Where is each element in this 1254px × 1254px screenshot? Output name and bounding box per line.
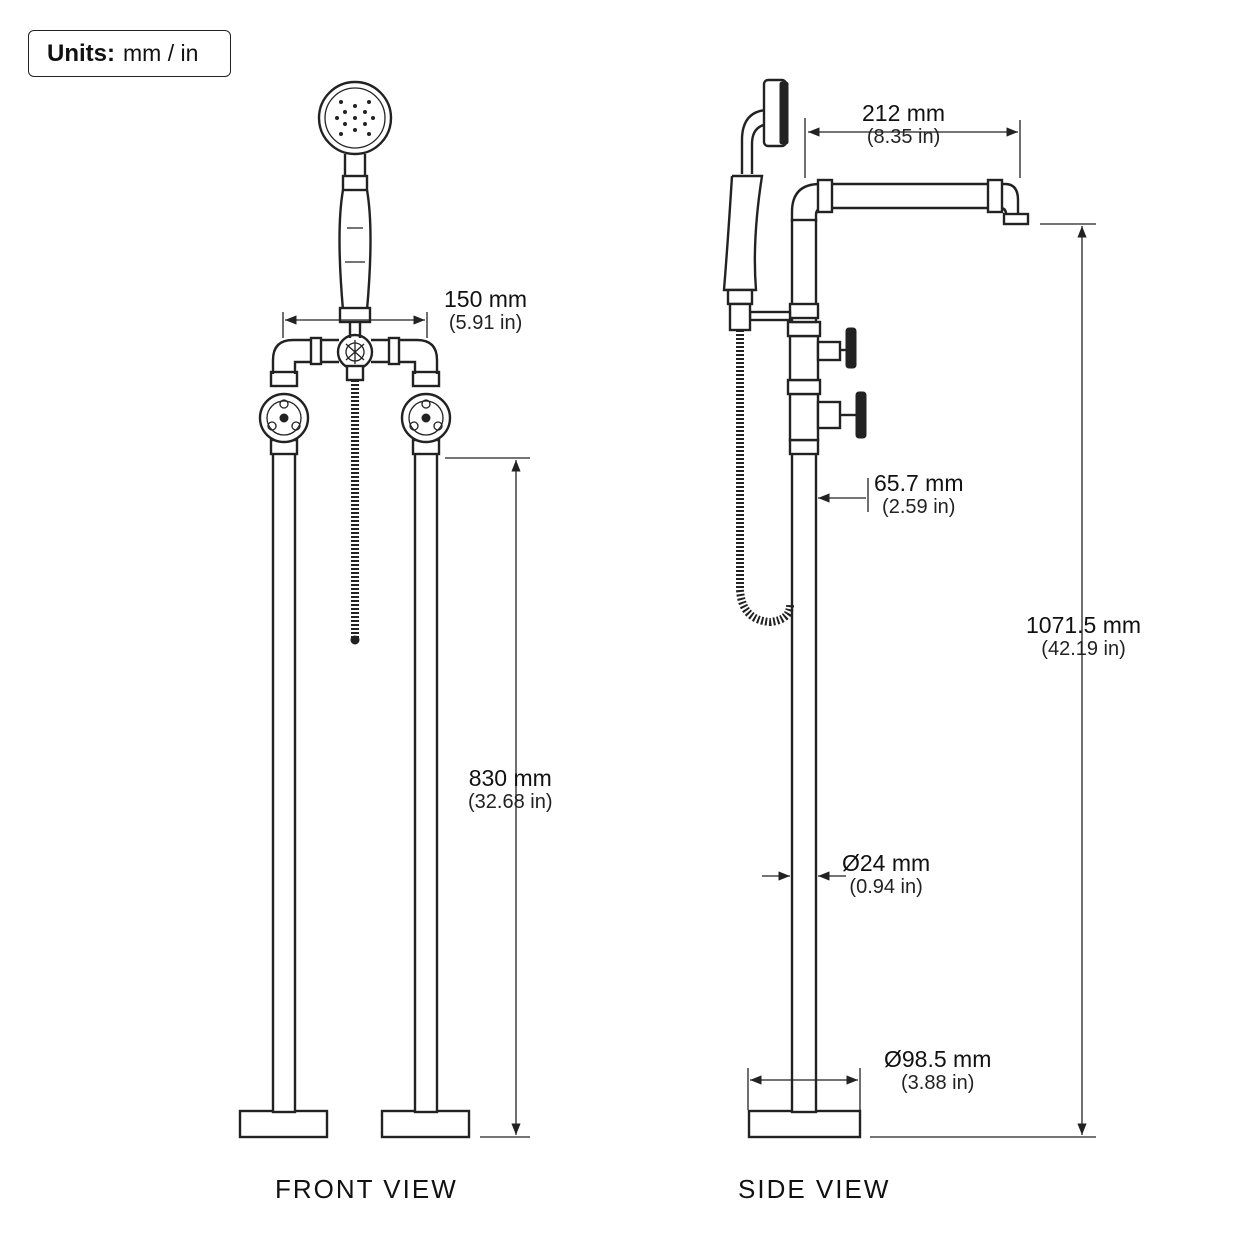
dim-65-7-in: (2.59 in) <box>882 496 956 519</box>
side-dimension-lines <box>747 118 1096 1138</box>
dim-65-7: 65.7 mm (2.59 in) <box>874 470 963 519</box>
dim-150-in: (5.91 in) <box>448 312 523 335</box>
dim-24-mm: Ø24 mm <box>842 850 931 876</box>
side-lower-valve-handle <box>816 391 867 439</box>
units-legend: Units: mm / in <box>28 30 231 77</box>
dim-24-in: (0.94 in) <box>849 876 923 899</box>
dim-98-5-mm: Ø98.5 mm <box>884 1046 992 1072</box>
dim-150-mm: 150 mm <box>444 286 528 312</box>
dim-830: 830 mm (32.68 in) <box>468 765 553 814</box>
units-label: Units: <box>47 39 115 67</box>
units-value: mm / in <box>123 40 199 66</box>
side-upper-valve-handle <box>816 327 857 369</box>
dim-212-in: (8.35 in) <box>866 126 941 149</box>
front-dimension-lines <box>282 312 530 1138</box>
dim-98-5: Ø98.5 mm (3.88 in) <box>884 1046 991 1095</box>
side-view-drawing <box>722 78 1030 1139</box>
dim-1071-5: 1071.5 mm (42.19 in) <box>1026 612 1141 661</box>
dim-830-mm: 830 mm <box>468 765 552 791</box>
front-view-drawing <box>238 80 471 1139</box>
dim-212: 212 mm (8.35 in) <box>862 100 945 149</box>
side-view-title: SIDE VIEW <box>738 1174 891 1204</box>
front-handshower <box>317 80 393 338</box>
dim-98-5-in: (3.88 in) <box>901 1072 975 1095</box>
front-view-title: FRONT VIEW <box>275 1174 458 1204</box>
dim-1071-5-in: (42.19 in) <box>1041 638 1126 661</box>
dim-830-in: (32.68 in) <box>468 791 553 814</box>
front-left-valve-wheel <box>258 392 310 444</box>
dim-150: 150 mm (5.91 in) <box>444 286 527 335</box>
side-handshower <box>722 78 789 332</box>
dim-212-mm: 212 mm <box>862 100 946 126</box>
dim-65-7-mm: 65.7 mm <box>874 470 964 496</box>
dim-24: Ø24 mm (0.94 in) <box>842 850 930 899</box>
front-right-valve-wheel <box>400 392 452 444</box>
dim-1071-5-mm: 1071.5 mm <box>1026 612 1142 638</box>
